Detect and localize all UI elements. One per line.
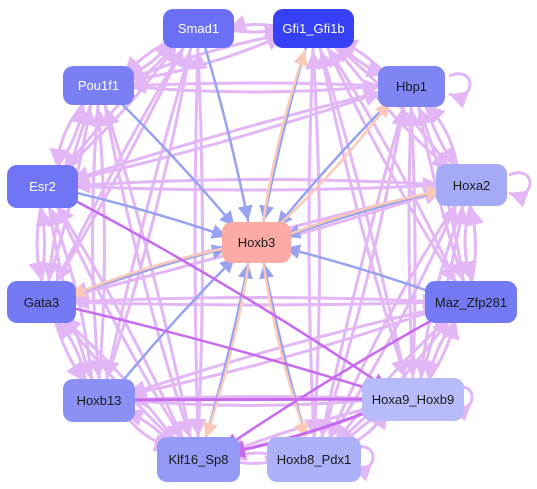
edge-gfi1-to-hoxb8 <box>304 45 323 439</box>
edge-pou1f1-to-hbp1 <box>122 78 383 97</box>
edge-hoxb3-to-hbp1 <box>273 100 392 231</box>
edge-hoxb3-to-hoxb8 <box>261 258 309 439</box>
node-hoxb13[interactable]: Hoxb13 <box>63 379 135 422</box>
edge-maz-to-gata3 <box>69 292 447 311</box>
edge-gfi1-to-hoxb3 <box>259 45 308 222</box>
node-hoxb8-pdx1[interactable]: Hoxb8_Pdx1 <box>267 437 361 482</box>
edge-hoxa9-to-hbp1 <box>403 106 422 383</box>
node-pou1f1[interactable]: Pou1f1 <box>63 66 134 105</box>
edge-hoxb13-to-hoxa9 <box>123 390 385 409</box>
edge-maz-to-klf16 <box>222 309 450 450</box>
edge-maz-to-gfi1 <box>326 46 460 288</box>
node-label: Hoxb8_Pdx1 <box>276 452 352 467</box>
node-label: Hoxa9_Hoxb9 <box>371 392 455 407</box>
edge-esr2-to-smad1 <box>58 43 179 175</box>
node-smad1[interactable]: Smad1 <box>163 9 234 48</box>
node-label: Hoxb13 <box>76 393 122 408</box>
edge-gata3-to-hoxb13 <box>52 315 86 383</box>
edge-hoxb3-to-gfi1 <box>261 49 308 226</box>
edge-hoxb13-to-pou1f1 <box>90 106 109 384</box>
edge-smad1-to-klf16 <box>188 45 207 439</box>
node-label: Pou1f1 <box>77 78 120 93</box>
edge-hoxa9-to-gfi1 <box>317 48 408 384</box>
edge-hoxb13-to-smad1 <box>104 48 196 385</box>
edge-gata3-to-hoxa9 <box>64 305 386 397</box>
node-label: Esr2 <box>29 179 56 194</box>
node-label: Smad1 <box>177 21 220 36</box>
edge-hoxa2-to-maz <box>457 201 475 282</box>
node-hoxa2[interactable]: Hoxa2 <box>436 164 507 206</box>
node-gata3[interactable]: Gata3 <box>7 281 76 323</box>
edge-hoxb13-to-hoxa9 <box>123 391 385 410</box>
self-loop-hbp1 <box>448 72 472 109</box>
edge-hbp1-to-hoxa9 <box>402 102 421 379</box>
edge-esr2-to-hoxa2 <box>66 176 443 195</box>
edge-hoxa2-to-hoxb8 <box>327 199 460 442</box>
node-label: Gata3 <box>23 294 60 310</box>
node-label: Hoxb3 <box>237 235 276 250</box>
node-label: Klf16_Sp8 <box>168 452 229 467</box>
edge-hoxb3-to-gata3 <box>68 245 233 298</box>
edge-klf16-to-pou1f1 <box>102 105 193 444</box>
edge-esr2-to-hoxb3 <box>65 189 229 239</box>
node-label: Hbp1 <box>395 79 428 94</box>
edge-hoxa2-to-esr2 <box>70 175 447 194</box>
node-label: Gfi1_Gfi1b <box>282 21 345 36</box>
edge-esr2-to-hbp1 <box>65 89 384 183</box>
node-gfi1-gfi1b[interactable]: Gfi1_Gfi1b <box>273 9 354 48</box>
node-label: Maz_Zfp281 <box>434 294 508 310</box>
node-hoxa9-hoxb9[interactable]: Hoxa9_Hoxb9 <box>362 378 464 421</box>
edge-esr2-to-hoxa9 <box>63 193 389 390</box>
node-hbp1[interactable]: Hbp1 <box>378 66 445 107</box>
node-label: Hoxa2 <box>452 177 491 193</box>
node-esr2[interactable]: Esr2 <box>7 165 78 208</box>
edge-hoxb13-to-gata3 <box>54 319 88 387</box>
node-hoxb3[interactable]: Hoxb3 <box>222 222 291 263</box>
edge-hoxb8-to-hoxa2 <box>325 202 458 445</box>
edge-pou1f1-to-hoxb3 <box>115 97 236 228</box>
edge-hoxb3-to-hoxa2 <box>279 186 444 239</box>
edge-maz-to-hoxa2 <box>466 205 484 286</box>
edge-smad1-to-hoxb3 <box>203 45 253 223</box>
edge-gata3-to-smad1 <box>52 46 185 288</box>
edge-esr2-to-klf16 <box>53 200 185 442</box>
edge-pou1f1-to-hoxb13 <box>88 102 107 380</box>
self-loop-hoxa2 <box>508 171 532 208</box>
node-klf16-sp8[interactable]: Klf16_Sp8 <box>157 437 240 482</box>
edge-gata3-to-maz <box>65 293 443 312</box>
edge-esr2-to-gata3 <box>28 202 47 282</box>
edge-hoxb13-to-hoxb3 <box>116 256 237 389</box>
edge-gata3-to-esr2 <box>35 206 54 286</box>
node-maz-zfp281[interactable]: Maz_Zfp281 <box>425 281 517 323</box>
edge-klf16-to-smad1 <box>189 49 208 443</box>
